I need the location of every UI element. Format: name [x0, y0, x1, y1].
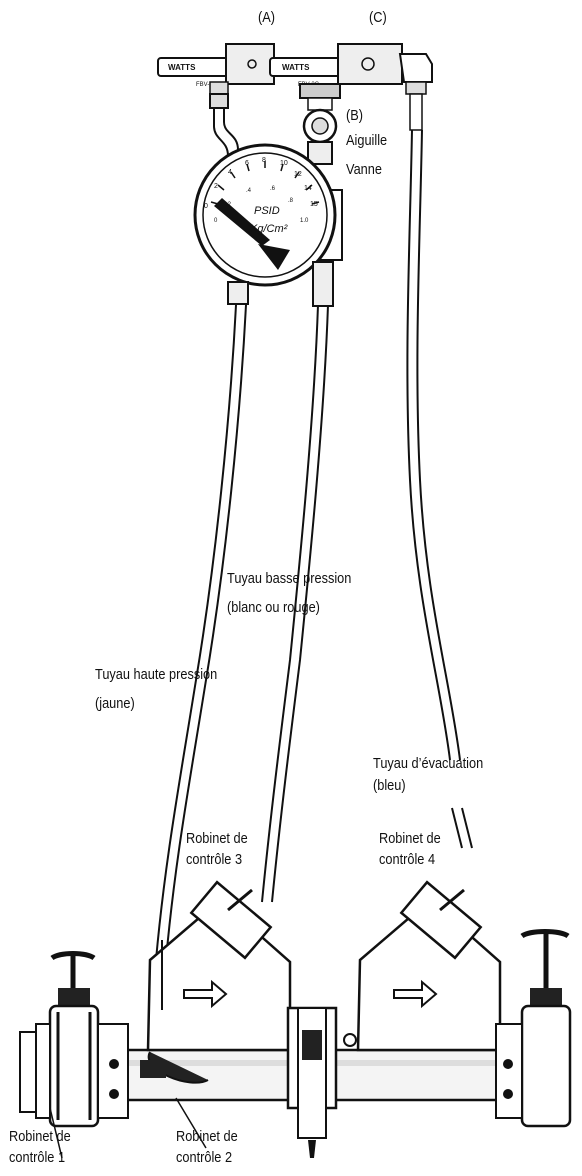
- flow-arrow-1: [183, 979, 228, 1009]
- label-test-cock-4-1: Robinet de: [379, 831, 441, 847]
- low-pressure-hose: [261, 304, 329, 903]
- gauge-scale-15: 15: [310, 201, 318, 208]
- gauge-scale-12: 12: [294, 171, 302, 178]
- shutoff-valve-2: [495, 929, 572, 1128]
- label-valve-a: (A): [258, 10, 276, 26]
- gauge-inner-0: 0: [214, 218, 218, 224]
- label-test-cock-2-1: Robinet de: [176, 1129, 238, 1145]
- label-valve-c: (C): [369, 10, 387, 26]
- gauge-scale-10: 10: [280, 160, 288, 167]
- gauge-inner-2: .2: [226, 202, 232, 208]
- high-pressure-hose: [151, 304, 247, 1066]
- label-test-cock-1-1: Robinet de: [9, 1129, 71, 1145]
- gauge-scale-0: 0: [204, 203, 208, 210]
- label-test-cock-3-1: Robinet de: [186, 831, 248, 847]
- label-test-cock-3-2: contrôle 3: [186, 852, 243, 868]
- gauge-unit-top: PSID: [254, 205, 280, 217]
- gauge-unit-bottom: Kg/Cm²: [250, 223, 288, 235]
- shutoff-valve-1: [19, 951, 129, 1128]
- label-high-pressure-1: Tuyau haute pression: [95, 667, 218, 683]
- gauge-inner-8: .8: [288, 198, 294, 204]
- differential-pressure-gauge: PSID Kg/Cm² 0 2 4 6 8 10 12 14 15 0 .2 .…: [193, 143, 343, 307]
- test-cock-3-fitting: [227, 888, 253, 912]
- gauge-inner-4: .4: [246, 188, 252, 194]
- label-test-cock-2-2: contrôle 2: [176, 1150, 233, 1166]
- leader-lines: [49, 1097, 207, 1159]
- label-needle-2: Vanne: [346, 162, 382, 178]
- valve-a: WATTS FBV-3C: [157, 43, 275, 95]
- gauge-scale-8: 8: [262, 157, 266, 164]
- check-valve-1: [140, 880, 292, 1084]
- label-valve-b: (B): [346, 108, 364, 124]
- flow-arrow-2: [393, 979, 438, 1009]
- label-test-cock-1-2: contrôle 1: [9, 1150, 66, 1166]
- relief-valve: [286, 1006, 357, 1158]
- valve-a-brand: WATTS: [168, 63, 196, 72]
- label-needle-1: Aiguille: [346, 133, 388, 149]
- drain-hose: [406, 129, 473, 849]
- valve-c: WATTS FBV-3C: [269, 43, 433, 131]
- label-test-cock-4-2: contrôle 4: [379, 852, 436, 868]
- label-high-pressure-2: (jaune): [95, 696, 135, 712]
- manifold-tee: [299, 83, 341, 111]
- gauge-needle: [214, 198, 270, 246]
- label-low-pressure-2: (blanc ou rouge): [227, 600, 320, 616]
- gauge-scale-2: 2: [214, 183, 218, 190]
- label-low-pressure-1: Tuyau basse pression: [227, 571, 352, 587]
- check-valve-2: [356, 880, 502, 1052]
- valve-c-brand: WATTS: [282, 63, 310, 72]
- label-drain-1: Tuyau d’évacuation: [373, 756, 484, 772]
- gauge-inner-10: 1.0: [300, 218, 309, 224]
- valve-a-model: FBV-3C: [196, 82, 218, 88]
- gauge-scale-14: 14: [304, 185, 312, 192]
- label-drain-2: (bleu): [373, 778, 406, 794]
- gauge-scale-6: 6: [245, 160, 249, 167]
- test-cock-4-fitting: [439, 888, 465, 912]
- needle-valve-b: [302, 108, 338, 165]
- gauge-inner-6: .6: [270, 186, 276, 192]
- gauge-scale-4: 4: [228, 169, 232, 176]
